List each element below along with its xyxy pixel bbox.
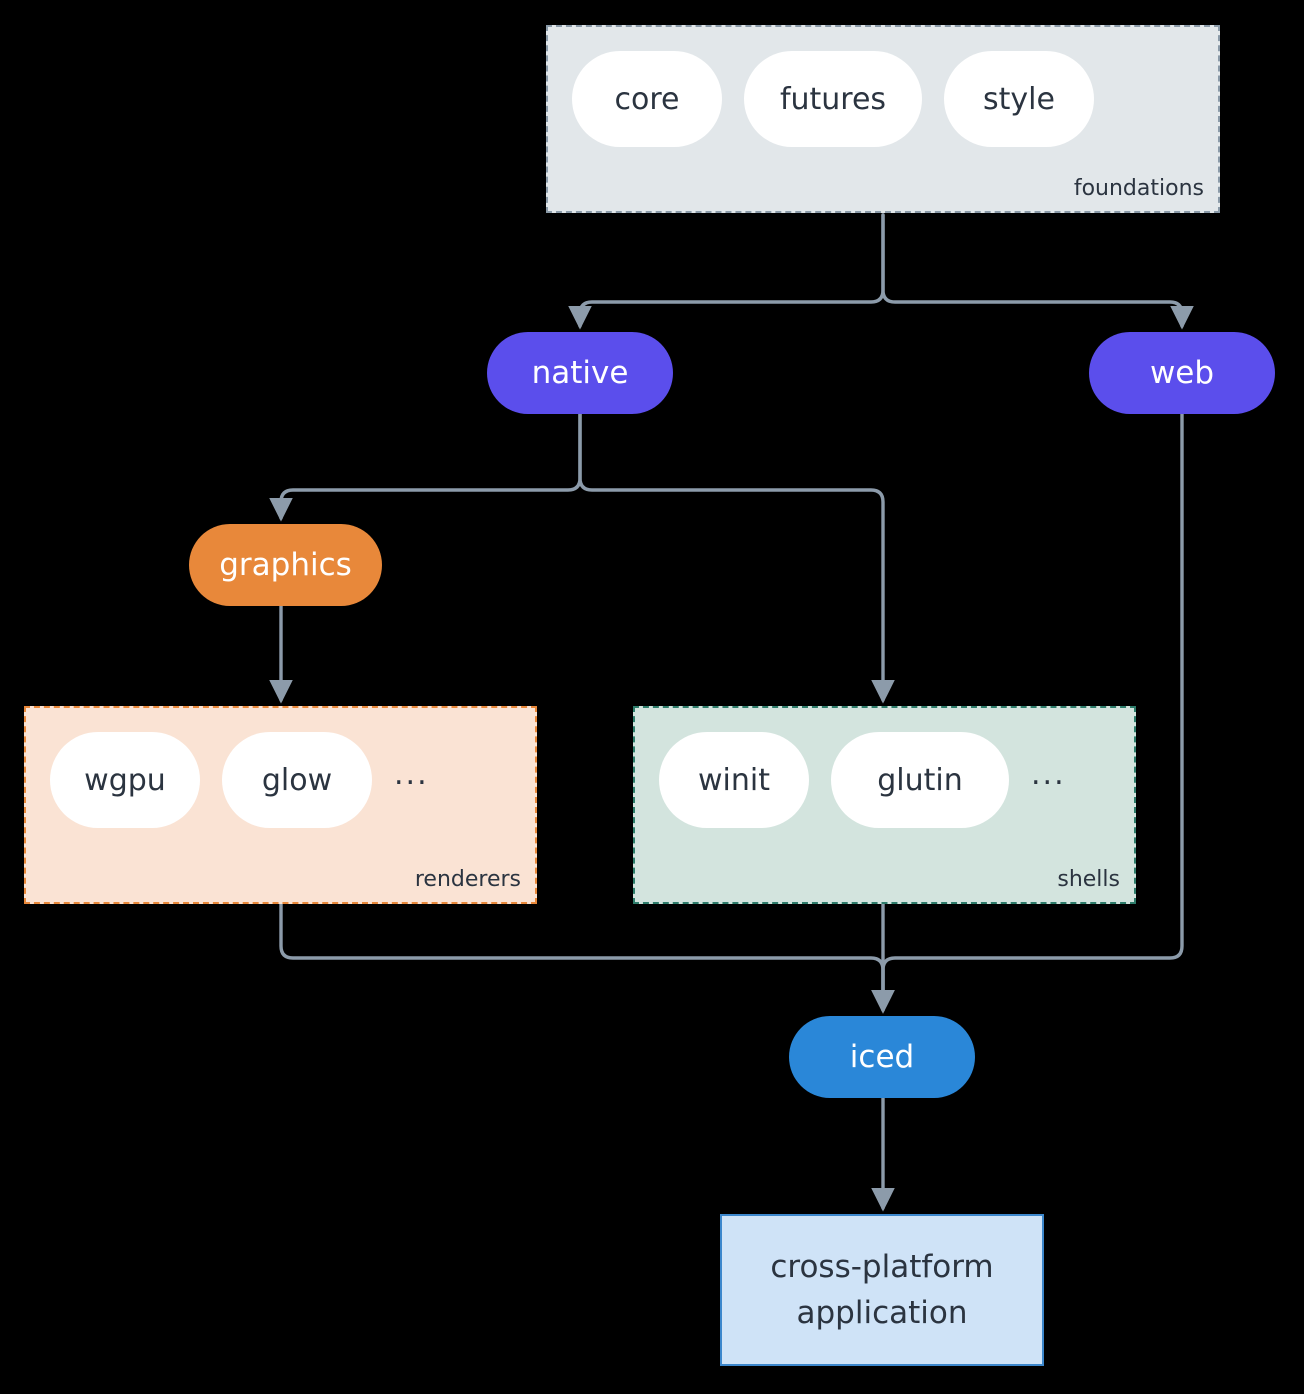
renderers-ellipsis: ... — [394, 757, 429, 792]
edge-foundations-web — [881, 213, 1194, 330]
chip-futures[interactable]: futures — [744, 51, 922, 147]
chip-glutin[interactable]: glutin — [831, 732, 1009, 828]
node-native[interactable]: native — [487, 332, 673, 414]
node-web[interactable]: web — [1089, 332, 1275, 414]
foundations-chip-row: core futures style — [548, 51, 1218, 147]
node-graphics[interactable]: graphics — [189, 524, 382, 606]
shells-chip-row: winit glutin ... — [635, 732, 1134, 828]
shells-ellipsis: ... — [1031, 757, 1066, 792]
edge-foundations-native — [568, 213, 885, 330]
application-line-2: application — [796, 1295, 968, 1331]
node-cross-platform-application[interactable]: cross-platform application — [720, 1214, 1044, 1366]
group-shells[interactable]: winit glutin ... shells — [633, 706, 1136, 904]
edge-web-iced — [871, 412, 1184, 1014]
chip-glow[interactable]: glow — [222, 732, 372, 828]
chip-style[interactable]: style — [944, 51, 1094, 147]
chip-winit[interactable]: winit — [659, 732, 809, 828]
node-iced[interactable]: iced — [789, 1016, 975, 1098]
chip-core[interactable]: core — [572, 51, 722, 147]
group-foundations[interactable]: core futures style foundations — [546, 25, 1220, 213]
group-label-foundations: foundations — [1073, 176, 1204, 201]
chip-wgpu[interactable]: wgpu — [50, 732, 200, 828]
renderers-chip-row: wgpu glow ... — [26, 732, 535, 828]
group-label-renderers: renderers — [414, 867, 521, 892]
application-line-1: cross-platform — [770, 1248, 994, 1285]
group-label-shells: shells — [1057, 867, 1120, 892]
edge-renderers-iced — [279, 902, 895, 1014]
edge-native-shells — [578, 412, 895, 704]
group-renderers[interactable]: wgpu glow ... renderers — [24, 706, 537, 904]
edge-native-graphics — [269, 412, 582, 522]
